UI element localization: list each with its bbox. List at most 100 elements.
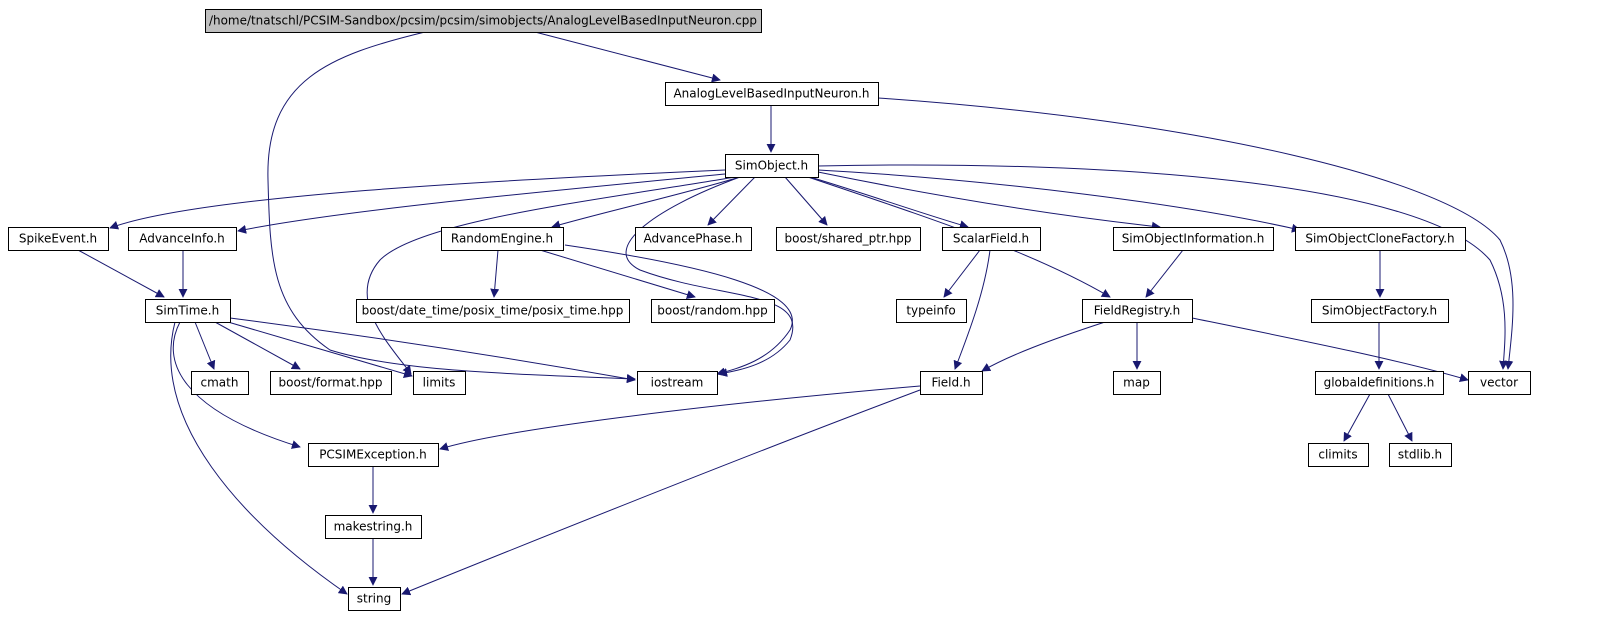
edge-fieldregistry-to-field bbox=[981, 321, 1106, 372]
node-label: makestring.h bbox=[334, 520, 413, 534]
node-soinfo[interactable]: SimObjectInformation.h bbox=[1113, 227, 1274, 251]
node-label: boost/format.hpp bbox=[279, 376, 383, 390]
node-label: boost/date_time/posix_time/posix_time.hp… bbox=[362, 304, 624, 318]
nodes: /home/tnatschl/PCSIM-Sandbox/pcsim/pcsim… bbox=[8, 9, 1531, 611]
edge-spikeevent-to-simtime bbox=[77, 249, 165, 298]
node-map[interactable]: map bbox=[1113, 371, 1161, 395]
node-stdlib[interactable]: stdlib.h bbox=[1389, 443, 1452, 467]
node-box bbox=[665, 82, 879, 106]
node-label: SimObjectFactory.h bbox=[1322, 304, 1437, 318]
node-label: boost/shared_ptr.hpp bbox=[785, 232, 912, 246]
node-label: globaldefinitions.h bbox=[1324, 376, 1435, 390]
edge-globaldefs-to-stdlib bbox=[1387, 393, 1413, 442]
node-box bbox=[8, 227, 109, 251]
edge-simobject-to-randomengine bbox=[551, 176, 741, 230]
edge-simtime-to-cmath bbox=[194, 321, 216, 370]
node-sofactory[interactable]: SimObjectFactory.h bbox=[1311, 299, 1449, 323]
node-label: AdvanceInfo.h bbox=[139, 232, 225, 246]
edge-simobject-to-soinfo bbox=[817, 171, 1161, 231]
node-box bbox=[356, 299, 630, 323]
node-label: SimObjectInformation.h bbox=[1122, 232, 1265, 246]
node-cmath[interactable]: cmath bbox=[191, 371, 249, 395]
node-string[interactable]: string bbox=[348, 587, 401, 611]
node-advanceinfo[interactable]: AdvanceInfo.h bbox=[128, 227, 237, 251]
node-label: /home/tnatschl/PCSIM-Sandbox/pcsim/pcsim… bbox=[209, 14, 757, 28]
node-randomengine[interactable]: RandomEngine.h bbox=[441, 227, 564, 251]
node-box bbox=[191, 371, 249, 395]
node-label: iostream bbox=[651, 376, 704, 390]
node-boostrandom[interactable]: boost/random.hpp bbox=[651, 299, 775, 323]
node-box bbox=[1468, 371, 1531, 395]
edge-fieldregistry-to-vector bbox=[1191, 317, 1469, 383]
node-box bbox=[1311, 299, 1449, 323]
edge-randomengine-to-posixtime bbox=[490, 249, 500, 298]
node-label: PCSIMException.h bbox=[319, 448, 427, 462]
node-label: SimObjectCloneFactory.h bbox=[1305, 232, 1454, 246]
node-boostformat[interactable]: boost/format.hpp bbox=[270, 371, 392, 395]
node-box bbox=[776, 227, 921, 251]
node-box bbox=[1308, 443, 1369, 467]
node-label: Field.h bbox=[931, 376, 970, 390]
node-box bbox=[128, 227, 237, 251]
node-root[interactable]: /home/tnatschl/PCSIM-Sandbox/pcsim/pcsim… bbox=[205, 9, 762, 33]
node-box bbox=[348, 587, 401, 611]
node-spikeevent[interactable]: SpikeEvent.h bbox=[8, 227, 109, 251]
node-pcsimexception[interactable]: PCSIMException.h bbox=[308, 443, 439, 467]
node-globaldefs[interactable]: globaldefinitions.h bbox=[1315, 371, 1444, 395]
node-box bbox=[1315, 371, 1444, 395]
node-albin[interactable]: AnalogLevelBasedInputNeuron.h bbox=[665, 82, 879, 106]
edge-albin-to-vector bbox=[877, 97, 1514, 370]
node-label: AnalogLevelBasedInputNeuron.h bbox=[673, 87, 869, 101]
edge-field-to-pcsimexception bbox=[439, 385, 921, 451]
edge-simobject-to-iostream bbox=[625, 176, 794, 377]
node-box bbox=[651, 299, 775, 323]
edge-field-to-string bbox=[401, 389, 921, 596]
edge-randomengine-to-boostrandom bbox=[539, 249, 696, 299]
edge-simobject-to-soclone bbox=[817, 169, 1301, 233]
edge-simtime-to-pcsimexception bbox=[172, 321, 301, 449]
node-box bbox=[942, 227, 1041, 251]
edge-root-to-iostream bbox=[267, 31, 636, 384]
node-box bbox=[896, 299, 967, 323]
edge-simobject-to-limits bbox=[366, 176, 736, 375]
node-box bbox=[1295, 227, 1466, 251]
node-simtime[interactable]: SimTime.h bbox=[145, 299, 231, 323]
node-label: boost/random.hpp bbox=[657, 304, 768, 318]
node-label: SpikeEvent.h bbox=[19, 232, 97, 246]
node-simobject[interactable]: SimObject.h bbox=[725, 154, 819, 178]
node-vector[interactable]: vector bbox=[1468, 371, 1531, 395]
node-label: stdlib.h bbox=[1398, 448, 1442, 462]
node-posixtime[interactable]: boost/date_time/posix_time/posix_time.hp… bbox=[356, 299, 630, 323]
node-box bbox=[1082, 299, 1193, 323]
node-scalarfield[interactable]: ScalarField.h bbox=[942, 227, 1041, 251]
edge-root-to-albin bbox=[534, 31, 721, 83]
node-box bbox=[920, 371, 983, 395]
node-soclone[interactable]: SimObjectCloneFactory.h bbox=[1295, 227, 1466, 251]
node-label: map bbox=[1123, 376, 1150, 390]
node-box bbox=[413, 371, 466, 395]
node-label: string bbox=[357, 592, 391, 606]
node-field[interactable]: Field.h bbox=[920, 371, 983, 395]
edge-simobject-to-advancephase bbox=[707, 176, 756, 226]
node-climits[interactable]: climits bbox=[1308, 443, 1369, 467]
node-label: SimTime.h bbox=[156, 304, 219, 318]
node-limits[interactable]: limits bbox=[413, 371, 466, 395]
node-box bbox=[1113, 371, 1161, 395]
node-label: vector bbox=[1480, 376, 1518, 390]
node-box bbox=[635, 227, 752, 251]
edge-simtime-to-limits bbox=[227, 321, 413, 379]
edge-simobject-to-advanceinfo bbox=[237, 173, 726, 234]
edge-randomengine-to-iostream bbox=[564, 244, 793, 377]
node-box bbox=[1113, 227, 1274, 251]
node-makestring[interactable]: makestring.h bbox=[325, 515, 422, 539]
node-iostream[interactable]: iostream bbox=[637, 371, 718, 395]
edge-simobject-to-sharedptr bbox=[784, 176, 828, 226]
edge-scalarfield-to-typeinfo bbox=[943, 249, 981, 298]
edges bbox=[77, 31, 1514, 596]
node-typeinfo[interactable]: typeinfo bbox=[896, 299, 967, 323]
node-advancephase[interactable]: AdvancePhase.h bbox=[635, 227, 752, 251]
edge-simtime-to-string bbox=[170, 321, 348, 595]
node-sharedptr[interactable]: boost/shared_ptr.hpp bbox=[776, 227, 921, 251]
node-fieldregistry[interactable]: FieldRegistry.h bbox=[1082, 299, 1193, 323]
